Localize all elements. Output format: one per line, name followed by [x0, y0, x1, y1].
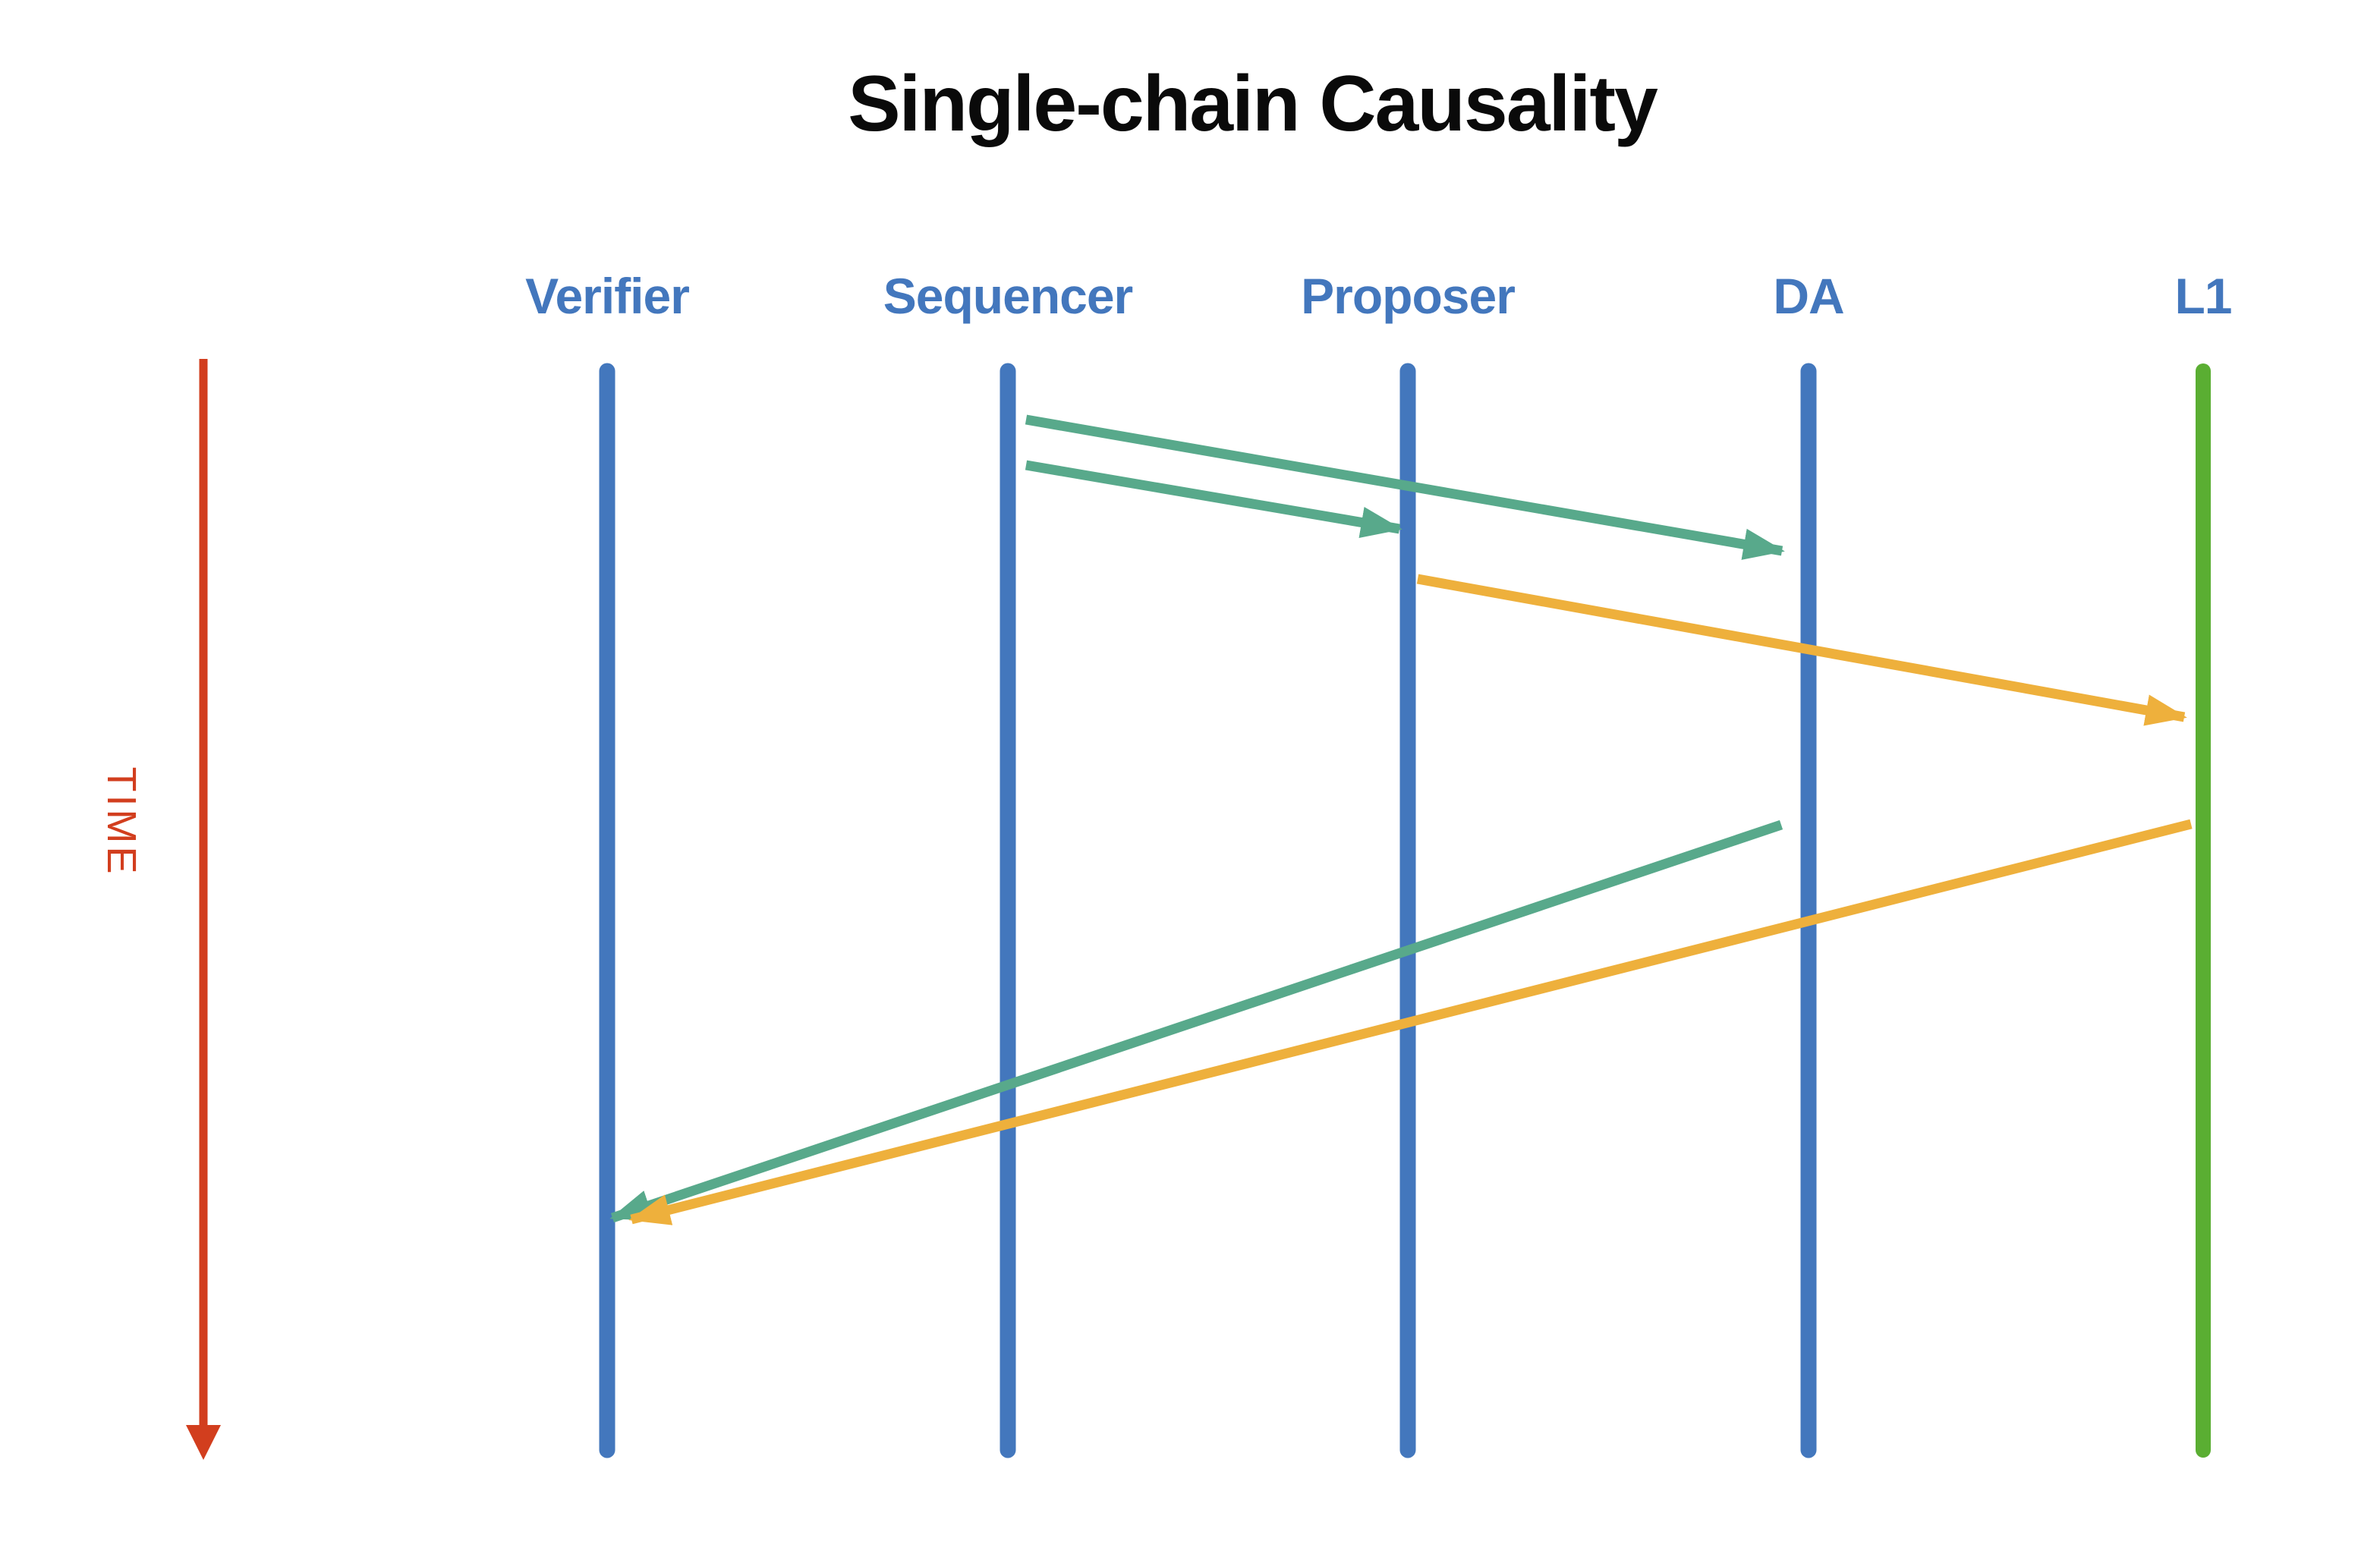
lane-label-proposer: Proposer [1301, 268, 1516, 324]
lane-label-da: DA [1773, 268, 1844, 324]
time-axis-label: TIME [99, 767, 144, 877]
message-arrow-l1-to-verifier [628, 819, 2193, 1225]
lane-label-sequencer: Sequencer [883, 268, 1133, 324]
lane-label-verifier: Verifier [525, 268, 690, 324]
message-arrow-proposer-to-l1 [1416, 574, 2187, 726]
time-axis-arrowhead-icon [186, 1425, 221, 1460]
message-arrow-da-to-verifier [609, 819, 1783, 1223]
message-arrow-sequencer-to-da [1025, 414, 1785, 560]
lane-label-l1: L1 [2174, 268, 2232, 324]
diagram-title: Single-chain Causality [848, 60, 1658, 148]
message-arrow-sequencer-to-proposer [1025, 460, 1402, 538]
